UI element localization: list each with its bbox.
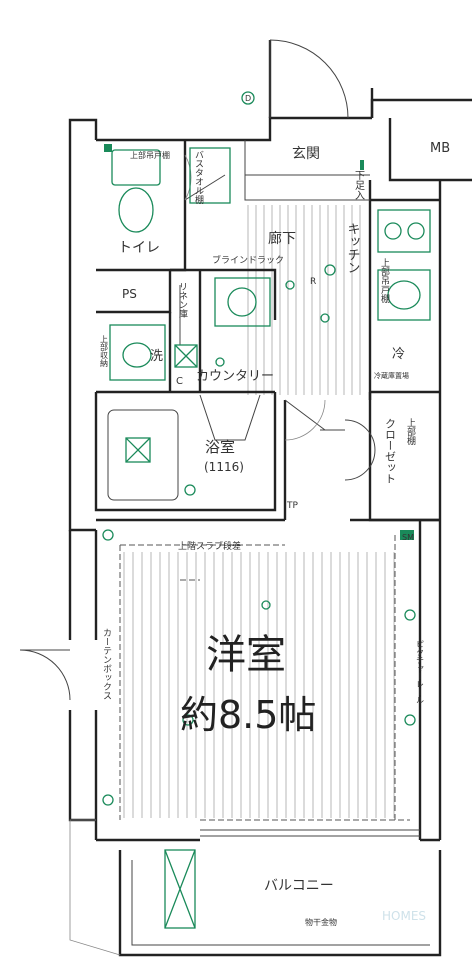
- room-labels: 玄関 下足入 MB トイレ 上部吊戸棚 バスタオル棚 廊下 キッチン 上部吊戸棚…: [100, 141, 451, 927]
- label-fridge: 冷: [392, 347, 405, 362]
- label-closet: クローゼット: [384, 418, 397, 484]
- bathtub: [107, 409, 179, 501]
- toilet-shelf: [189, 147, 231, 204]
- washing-machine-pan: [214, 277, 271, 327]
- label-counter: カウンタリー: [196, 369, 274, 384]
- label-fridge-note: 冷蔵庫置場: [374, 371, 409, 380]
- fixtures: [102, 91, 431, 929]
- label-kitchen-cabinet: 上部吊戸棚: [379, 258, 390, 304]
- bath-ventilation: [125, 437, 151, 463]
- label-blind-rack: ブラインドラック: [212, 254, 284, 266]
- washbasin: [109, 324, 166, 381]
- stove: [377, 209, 431, 253]
- ventilation-fan: [174, 344, 198, 368]
- outlet-icon: [320, 313, 330, 323]
- label-picture-rail: ピクチャーレール: [416, 640, 425, 704]
- washbasin-bowl: [122, 342, 152, 368]
- outlet-icon: [215, 357, 225, 367]
- symbol-labels: D TP SM R: [245, 94, 414, 542]
- label-ps: PS: [122, 287, 137, 301]
- outlet-icon: [404, 714, 416, 726]
- label-linen: リネン庫: [177, 282, 188, 319]
- label-balcony: バルコニー: [264, 878, 334, 894]
- ceiling-light-icon: [261, 600, 271, 610]
- mark-tp: TP: [286, 501, 298, 511]
- label-curtain-box: カーテンボックス: [101, 628, 112, 700]
- label-bath: 浴室: [205, 438, 235, 456]
- outlet-icon: [102, 794, 114, 806]
- label-towel-shelf: バスタオル棚: [193, 150, 204, 205]
- label-toilet-cabinet: 上部吊戸棚: [130, 150, 170, 160]
- balcony-outdoor-unit: [164, 849, 196, 929]
- label-wash-cabinet: 上部収納: [100, 335, 109, 368]
- outlet-icon: [285, 280, 295, 290]
- label-toilet: トイレ: [118, 240, 160, 256]
- toilet-tank: [111, 149, 161, 186]
- label-wash: 洗: [150, 349, 163, 364]
- outer-walls: [68, 40, 472, 957]
- label-kitchen: キッチン: [345, 222, 360, 274]
- label-shoe-box: 下足入: [353, 170, 365, 200]
- label-main-room: 洋室: [206, 632, 286, 678]
- label-ceiling-slab: 上階スラブ段差: [178, 540, 241, 552]
- outlet-icon: [182, 714, 194, 726]
- hallway-flooring: [247, 205, 361, 395]
- outlet-icon: [184, 484, 196, 496]
- label-hallway: 廊下: [268, 230, 296, 247]
- kitchen-sink: [377, 269, 431, 321]
- label-mb: MB: [430, 141, 450, 156]
- outlet-icon: [404, 609, 416, 621]
- toilet-bowl: [118, 187, 154, 233]
- dashed-lines: [119, 535, 410, 821]
- mark-r: R: [310, 277, 316, 287]
- label-closet-cabinet: 上部棚: [405, 418, 416, 446]
- label-main-room-size: 約8.5帖: [180, 693, 316, 737]
- outlet-icon: [102, 529, 114, 541]
- main-room-flooring: [123, 552, 395, 818]
- mark-d: D: [245, 94, 251, 103]
- washing-machine-drain: [227, 287, 257, 317]
- outlet-icon: [241, 91, 255, 105]
- watermark: HOMES: [382, 909, 426, 923]
- label-drying-hardware: 物干金物: [305, 917, 337, 927]
- interior-walls: [94, 140, 440, 522]
- doors: [19, 39, 376, 701]
- outlet-icon: [324, 264, 336, 276]
- label-laundry: C: [176, 376, 183, 387]
- mark-sm: SM: [402, 533, 414, 542]
- label-bath-size: (1116): [204, 460, 244, 474]
- label-entrance: 玄関: [292, 145, 320, 162]
